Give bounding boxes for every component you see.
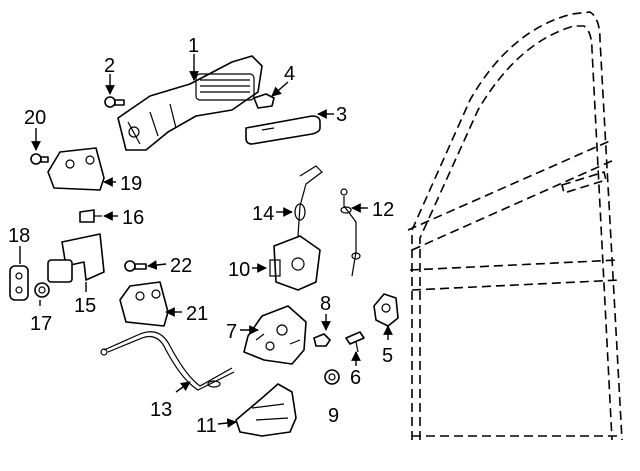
callout-labels: 1 2 3 4 5 6 7 8 9 10 11 12 13 14 15 16 1… [8, 35, 394, 437]
callout-5: 5 [382, 345, 393, 367]
actuator-part [269, 235, 321, 291]
handle-bracket-part [117, 55, 263, 151]
callout-1: 1 [188, 35, 199, 57]
screw-part-8 [313, 333, 331, 347]
bolt-part-20 [30, 153, 49, 165]
nut-part [34, 282, 50, 298]
upper-hinge-part [47, 147, 105, 191]
lower-hinge-part [119, 281, 169, 327]
callout-3: 3 [336, 104, 347, 126]
cap-part [253, 93, 275, 109]
callout-21: 21 [186, 303, 208, 325]
callout-15: 15 [74, 295, 96, 317]
release-cable-part [100, 331, 235, 391]
leader-lines [19, 54, 393, 428]
callout-16: 16 [122, 207, 144, 229]
bolt-part-6 [345, 331, 365, 353]
callout-11: 11 [196, 415, 217, 437]
check-arm-part [47, 233, 105, 283]
callout-20: 20 [24, 107, 46, 129]
callout-8: 8 [320, 293, 331, 315]
callout-6: 6 [350, 367, 361, 389]
callout-18: 18 [8, 225, 30, 247]
grommet-part [324, 369, 340, 385]
lock-rod-part [340, 188, 361, 277]
handle-cover-part [245, 115, 321, 145]
callout-19: 19 [120, 173, 142, 195]
striker-part [373, 293, 399, 327]
lower-bracket-part [235, 383, 297, 437]
callout-12: 12 [372, 199, 394, 221]
handle-rod-part [294, 165, 323, 237]
screw-part-2 [104, 96, 125, 108]
latch-part [243, 305, 307, 365]
callout-9: 9 [328, 405, 339, 427]
bolt-part-16 [79, 209, 102, 223]
bolt-part-22 [124, 260, 147, 272]
callout-17: 17 [30, 313, 52, 335]
callout-10: 10 [228, 259, 250, 281]
callout-4: 4 [284, 63, 295, 85]
callout-2: 2 [104, 55, 115, 77]
callout-14: 14 [252, 203, 274, 225]
bumper-part [9, 265, 29, 301]
callout-7: 7 [226, 321, 237, 343]
callout-13: 13 [150, 399, 172, 421]
callout-22: 22 [170, 255, 192, 277]
front-door-outline [407, 11, 623, 441]
